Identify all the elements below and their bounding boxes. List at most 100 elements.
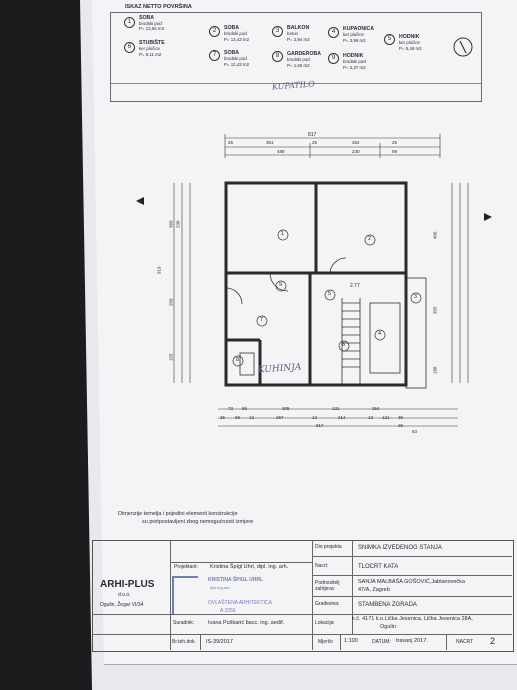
bottom-dim-9: 267 — [276, 415, 284, 420]
label-suradnik: Suradnik: — [173, 620, 195, 626]
legend-sub2-4: P= 3,98 m2 — [343, 38, 366, 43]
legend-num-4: 4 — [328, 27, 339, 38]
top-dim-7: 230 — [352, 149, 360, 154]
value-datum: travanj 2017. — [396, 638, 428, 644]
value-suradnik: Ivana Puškarić bacc. ing. aedif. — [208, 620, 285, 626]
left-dim-5: 155 — [168, 353, 174, 362]
legend-sub2-3: P= 2,94 m2 — [287, 37, 310, 42]
label-nacrt: Nacrt: — [315, 563, 329, 569]
north-arrow-icon — [453, 37, 473, 57]
legend-sub2-5: P= 5,48 m2 — [399, 46, 422, 51]
bottom-dim-total: 817 — [316, 423, 324, 428]
value-br-teh-dok: IS-39/2017 — [206, 639, 233, 645]
legend-sub2-1: P= 13,56 m2 — [139, 26, 165, 31]
legend-sub2-6: P= 6,11 m2 — [139, 52, 162, 57]
label-nacrt-number: NACRT — [456, 639, 474, 645]
company-address: Ogulin, Žegar VI/34 — [100, 602, 144, 608]
label-mjerilo: Mjerilo — [318, 639, 333, 645]
legend-title: ISKAZ NETTO POVRŠINA — [125, 4, 192, 10]
title-block — [92, 540, 514, 652]
room-number-9: 9 — [279, 282, 283, 288]
company-type: d.o.o. — [118, 592, 131, 598]
label-gradevina: Građevina: — [315, 601, 340, 607]
room-number-4: 4 — [378, 331, 382, 337]
legend-name-2: SOBA — [224, 25, 239, 31]
room-number-2: 2 — [368, 236, 372, 242]
left-dim-2: 360 — [168, 220, 174, 229]
legend-num-2: 2 — [209, 26, 220, 37]
bottom-dim-end2: 83 — [412, 429, 418, 434]
bottom-dim-6: 25 — [220, 415, 226, 420]
stamp-line-3: OVLAŠTENA ARHITEKTICA — [208, 600, 272, 606]
value-podnositelj-1: SANJA MALBAŠA GOŠOVIĆ,Jablanovečka — [358, 579, 465, 585]
legend-num-1: 1 — [124, 17, 135, 28]
bottom-dim-5: 254 — [372, 406, 380, 411]
value-projektant: Kristina Špigl Uhrl, dipl. ing. arh. — [210, 564, 289, 570]
legend-name-3: BALKON — [287, 25, 310, 31]
legend-sub1-7: brodski pod — [224, 56, 247, 61]
bottom-dim-4: 131 — [332, 406, 340, 411]
legend-name-5: HODNIK — [399, 34, 420, 40]
front-page — [92, 0, 517, 665]
value-nacrt-number: 2 — [490, 636, 496, 646]
section-arrow-right-icon — [484, 213, 492, 221]
floor-plan — [136, 134, 492, 427]
left-dim-3: 230 — [175, 220, 181, 229]
stamp-line-1: KRISTINA ŠPIGL UHRL — [208, 577, 264, 583]
legend-num-3: 3 — [272, 26, 283, 37]
legend-sub2-2: P= 13,43 m2 — [224, 37, 250, 42]
stamp-line-4: A 3256 — [220, 608, 236, 614]
legend-sub1-6: ker pločice — [139, 46, 160, 51]
top-dim-2: 351 — [266, 140, 274, 145]
label-podnositelj: Podnositelj zahtjeva: — [315, 580, 340, 592]
legend-sub1-9: brodski pod — [343, 59, 366, 64]
legend-box — [110, 12, 482, 102]
stamp-line-2: dipl.ing.arh. — [210, 585, 231, 590]
label-datum: DATUM: — [372, 639, 391, 645]
legend-name-6: STUBIŠTE — [139, 40, 165, 46]
left-dim-1: 919 — [156, 266, 162, 275]
bottom-dim-end: 25 — [398, 423, 404, 428]
value-podnositelj-2: 47/A, Zagreb — [358, 587, 390, 593]
bottom-dim-14: 35 — [398, 415, 404, 420]
legend-name-1: SOBA — [139, 15, 154, 21]
bottom-dim-1: 73 — [228, 406, 234, 411]
legend-sub1-1: brodski pod — [139, 21, 162, 26]
stamp-frame — [172, 576, 198, 614]
room-number-8: 8 — [236, 357, 240, 363]
legend-sub2-8: P= 1,65 m2 — [287, 63, 310, 68]
bottom-dim-2: 55 — [242, 406, 248, 411]
legend-name-7: SOBA — [224, 50, 239, 56]
top-dim-4: 364 — [352, 140, 360, 145]
right-dim-1: 406 — [432, 231, 438, 240]
right-dim-3: 188 — [432, 366, 438, 375]
legend-name-9: HODNIK — [343, 53, 364, 59]
value-nacrt: TLOCRT KATA — [358, 564, 399, 570]
room-number-7: 7 — [260, 317, 264, 323]
legend-sub2-9: P= 2,37 m2 — [343, 65, 366, 70]
legend-name-8: GARDEROBA — [287, 51, 322, 57]
top-dim-1: 25 — [228, 140, 234, 145]
top-dim-8: 99 — [392, 149, 398, 154]
label-lokacija: Lokacija: — [315, 620, 335, 626]
top-dim-total: 817 — [308, 132, 317, 138]
room-number-6: 6 — [342, 342, 346, 348]
value-lokacija-2: Ogulin — [380, 624, 396, 630]
label-projektant: Projektant: — [174, 564, 198, 570]
legend-sub1-5: ker pločice — [399, 40, 420, 45]
legend-sub1-8: brodski pod — [287, 57, 310, 62]
legend-num-8: 8 — [272, 51, 283, 62]
bottom-dim-7: 96 — [235, 415, 241, 420]
legend-num-6: 6 — [124, 42, 135, 53]
legend-sub2-7: P= 12,43 m2 — [224, 62, 250, 67]
left-dim-4: 258 — [168, 298, 174, 307]
bottom-dim-12: 13 — [368, 415, 374, 420]
value-dio-projekta: SNIMKA IZVEDENOG STANJA — [358, 545, 442, 551]
bottom-dim-11: 214 — [338, 415, 346, 420]
bottom-dim-3: 305 — [282, 406, 290, 411]
legend-divider — [111, 83, 481, 84]
note-line-2: su pretpostavljeni zbog nemogućnosti izm… — [142, 519, 254, 525]
legend-num-5: 5 — [384, 34, 395, 45]
legend-num-7: 7 — [209, 50, 220, 61]
